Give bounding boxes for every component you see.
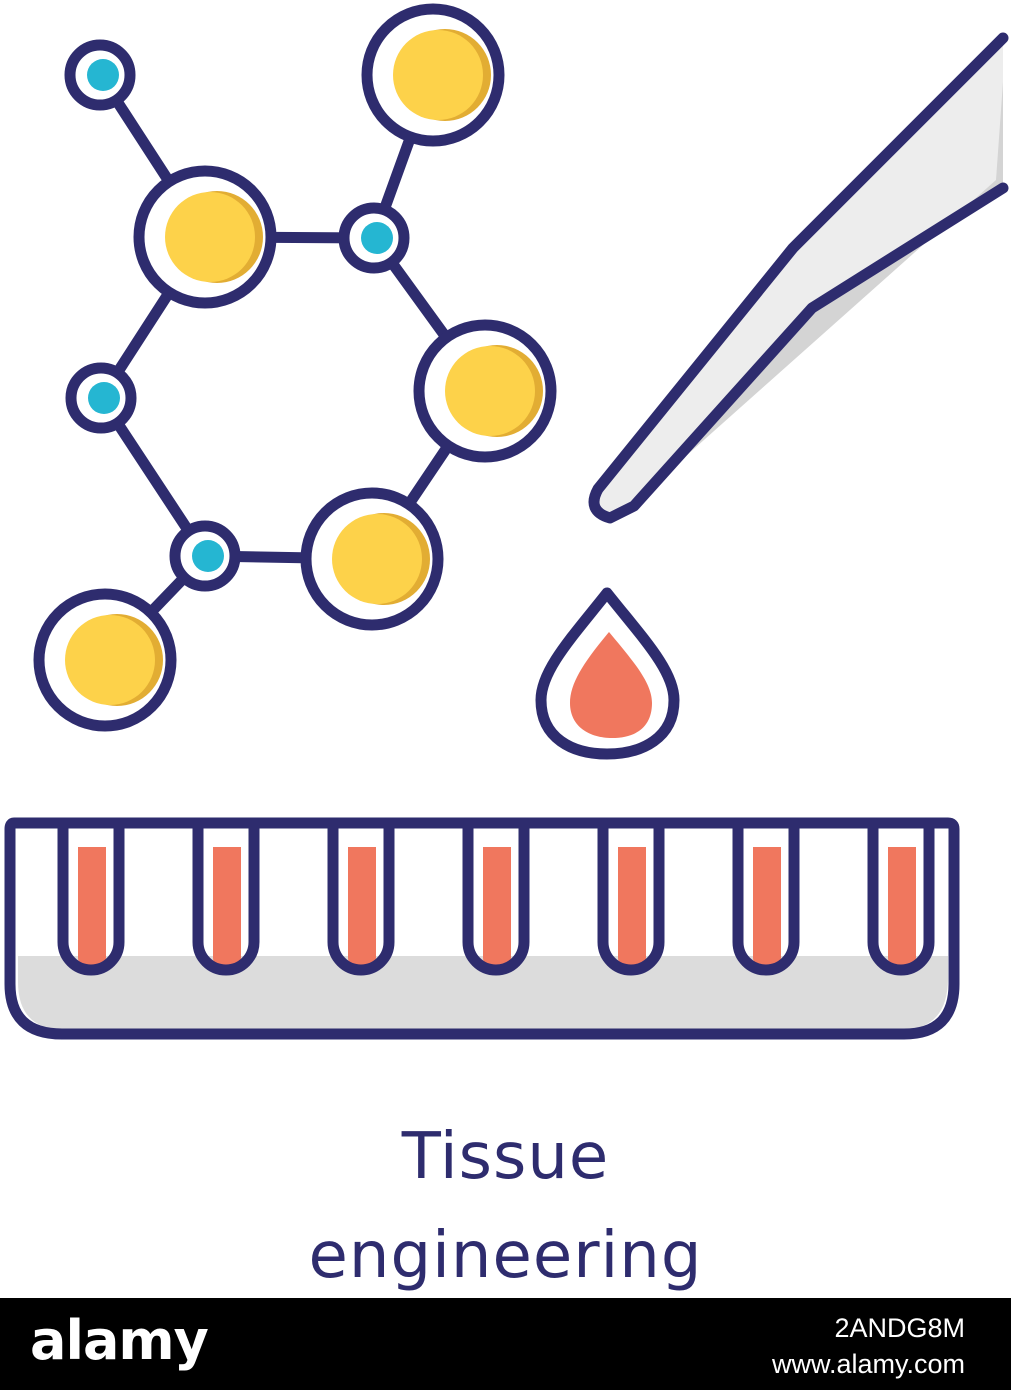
site-url-label: www.alamy.com xyxy=(771,1349,965,1379)
atom-small-top-left xyxy=(64,39,136,111)
alamy-logo: alamy xyxy=(30,1309,209,1372)
caption-title-line-1: Tissue xyxy=(401,1120,610,1194)
molecule-icon xyxy=(33,3,557,732)
test-tube-3 xyxy=(327,817,395,976)
atom-large-right xyxy=(413,319,557,463)
tube-outline xyxy=(327,817,395,976)
tube-liquid xyxy=(78,847,106,966)
drop-icon xyxy=(535,587,680,760)
tube-outline xyxy=(867,817,935,976)
pipette-icon xyxy=(588,32,1009,524)
atom-small-center xyxy=(338,202,410,274)
tube-liquid xyxy=(213,847,241,966)
tube-liquid xyxy=(348,847,376,966)
test-tube-4 xyxy=(462,817,530,976)
atom-large-lower-right xyxy=(300,487,444,631)
tube-liquid xyxy=(618,847,646,966)
image-id-label: 2ANDG8M xyxy=(834,1313,965,1343)
atom-large-bottom-left xyxy=(33,588,177,732)
tube-liquid xyxy=(753,847,781,966)
atom-large-upper-left xyxy=(133,165,277,309)
test-tube-7 xyxy=(867,817,935,976)
watermark-bar xyxy=(0,1298,1011,1390)
test-tube-5 xyxy=(597,817,665,976)
tube-outline xyxy=(57,817,125,976)
tube-liquid xyxy=(483,847,511,966)
tissue-engineering-illustration xyxy=(4,3,1009,1040)
test-tube-6 xyxy=(732,817,800,976)
tube-outline xyxy=(462,817,530,976)
rack-outline xyxy=(4,817,960,1040)
tube-outline xyxy=(597,817,665,976)
rack-shadow xyxy=(18,956,948,1030)
tube-outline xyxy=(732,817,800,976)
atom-large-top-right xyxy=(361,3,505,147)
atom-small-lower xyxy=(169,520,241,592)
caption-title-line-2: engineering xyxy=(308,1219,703,1293)
test-tube-rack-icon xyxy=(4,817,960,1040)
atom-small-left xyxy=(65,362,137,434)
test-tubes xyxy=(57,817,935,976)
test-tube-2 xyxy=(192,817,260,976)
test-tube-1 xyxy=(57,817,125,976)
tube-liquid xyxy=(888,847,916,966)
tube-outline xyxy=(192,817,260,976)
